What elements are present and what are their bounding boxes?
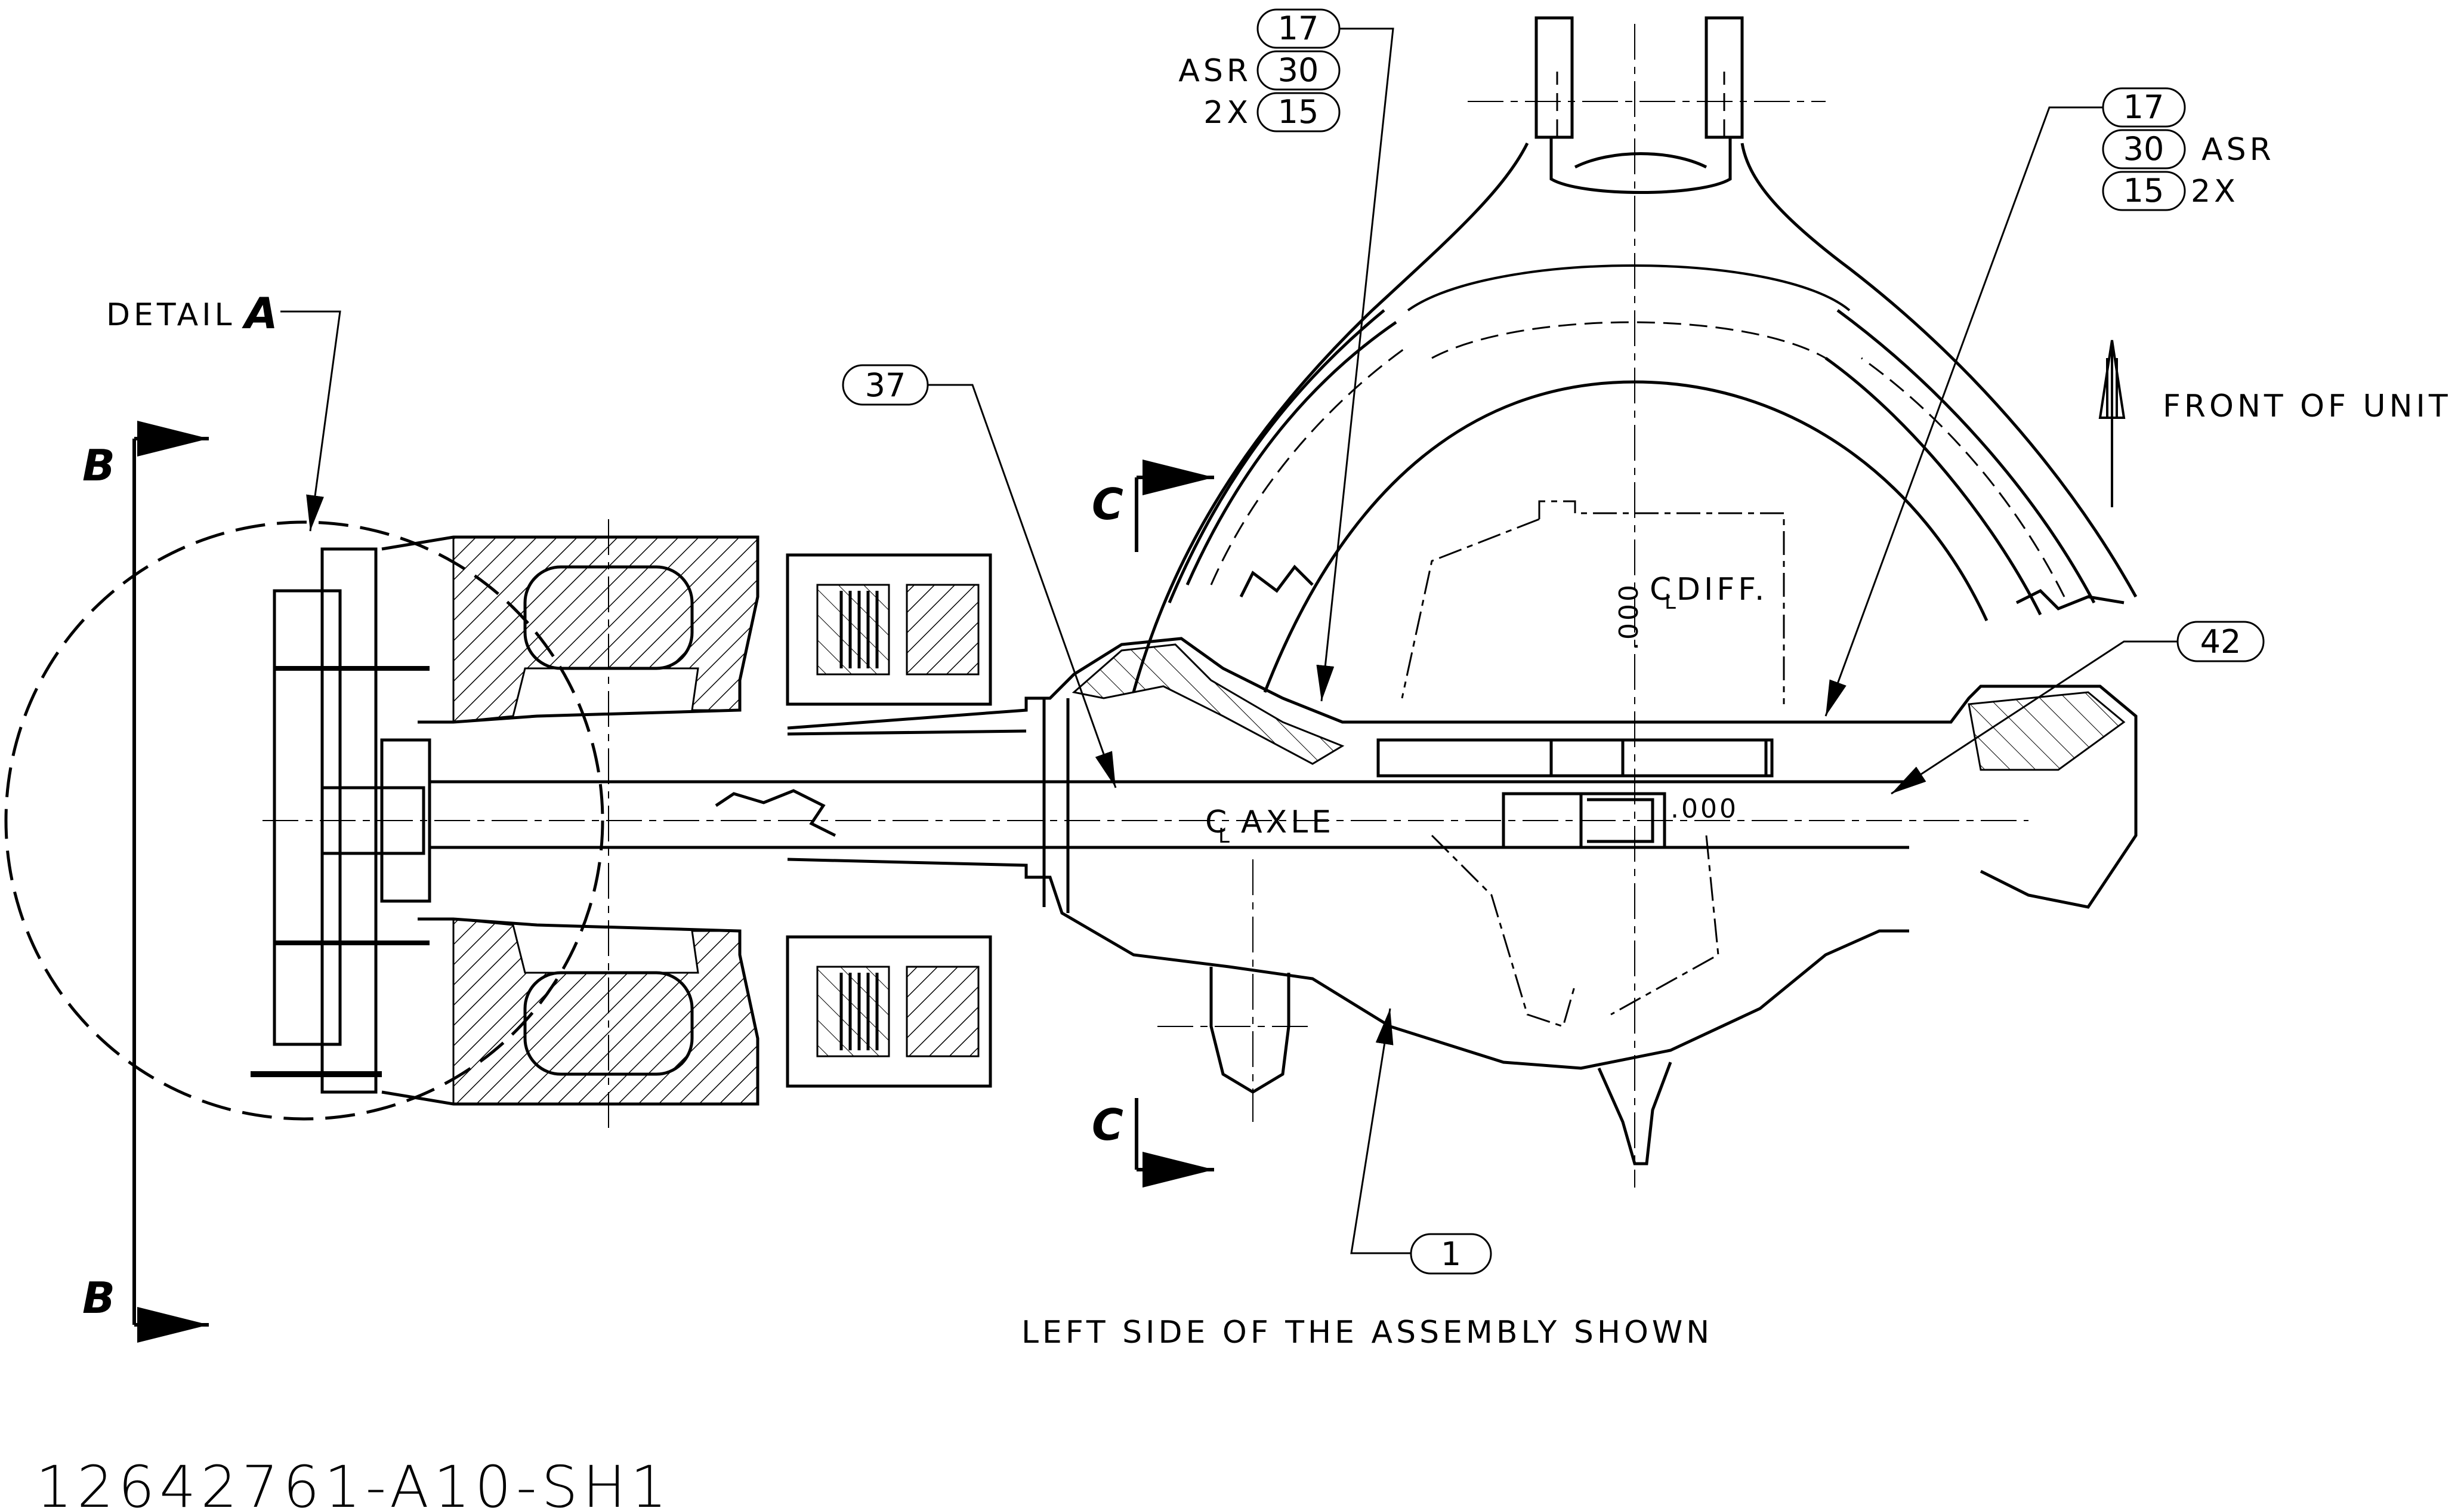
diff-dimension: .000 bbox=[1614, 582, 1644, 650]
svg-text:37: 37 bbox=[865, 366, 906, 404]
callout-1: 1 bbox=[1410, 1233, 1492, 1275]
svg-text:15: 15 bbox=[1278, 93, 1319, 131]
svg-text:30: 30 bbox=[2123, 130, 2165, 168]
svg-text:1: 1 bbox=[1441, 1235, 1461, 1273]
yoke-hidden-lines bbox=[1210, 72, 2065, 597]
detail-label: DETAIL bbox=[106, 297, 236, 333]
section-c-line bbox=[1135, 460, 1214, 1188]
svg-text:L: L bbox=[1218, 824, 1230, 848]
hub-hatch bbox=[452, 536, 759, 1105]
diff-yoke bbox=[1132, 16, 2138, 693]
section-c-top: C bbox=[1092, 479, 1123, 529]
assembly-caption: LEFT SIDE OF THE ASSEMBLY SHOWN bbox=[1021, 1315, 1713, 1350]
section-b-bottom: B bbox=[82, 1273, 115, 1323]
callout-42: 42 bbox=[2176, 621, 2265, 662]
svg-text:AXLE: AXLE bbox=[1241, 804, 1335, 840]
diff-housing-phantom bbox=[1401, 500, 1785, 1028]
callout-37: 37 bbox=[842, 364, 929, 406]
front-arrow bbox=[2098, 340, 2126, 507]
svg-text:30: 30 bbox=[1278, 51, 1319, 89]
leader-lines bbox=[280, 27, 2178, 1254]
svg-text:15: 15 bbox=[2123, 172, 2165, 209]
detail-letter: A bbox=[242, 288, 278, 338]
svg-text:42: 42 bbox=[2200, 623, 2241, 661]
svg-text:ASR: ASR bbox=[2201, 132, 2275, 168]
callout-group-right: 17 30 15 ASR 2X bbox=[2102, 87, 2275, 211]
detail-a-circle bbox=[4, 520, 604, 1121]
svg-text:2X: 2X bbox=[1203, 95, 1252, 131]
section-b-line bbox=[132, 421, 209, 1343]
drawing-number: 12642761-A10-SH1 bbox=[36, 1454, 672, 1508]
section-b-top: B bbox=[82, 440, 115, 491]
front-of-unit-note: FRONT OF UNIT bbox=[2163, 388, 2451, 424]
housing-hatch bbox=[1072, 643, 2126, 771]
svg-text:C: C bbox=[1650, 572, 1675, 608]
callout-group-left: 17 30 15 ASR 2X bbox=[1178, 8, 1341, 132]
section-c-bottom: C bbox=[1092, 1100, 1123, 1150]
svg-text:L: L bbox=[1665, 590, 1676, 614]
diff-centerline-label: C L DIFF. bbox=[1650, 572, 1768, 614]
axle-dimension: .000 bbox=[1671, 794, 1739, 824]
svg-text:17: 17 bbox=[2123, 88, 2165, 126]
svg-text:17: 17 bbox=[1278, 10, 1319, 47]
svg-text:C: C bbox=[1205, 804, 1230, 840]
svg-text:ASR: ASR bbox=[1178, 53, 1252, 89]
axle-shaft bbox=[430, 780, 1909, 849]
svg-text:2X: 2X bbox=[2191, 174, 2239, 209]
svg-text:DIFF.: DIFF. bbox=[1676, 572, 1768, 608]
brake-pack-lower bbox=[786, 935, 992, 1088]
brake-pack-upper bbox=[786, 553, 992, 706]
axle-centerline-label: C L AXLE bbox=[1205, 804, 1335, 848]
